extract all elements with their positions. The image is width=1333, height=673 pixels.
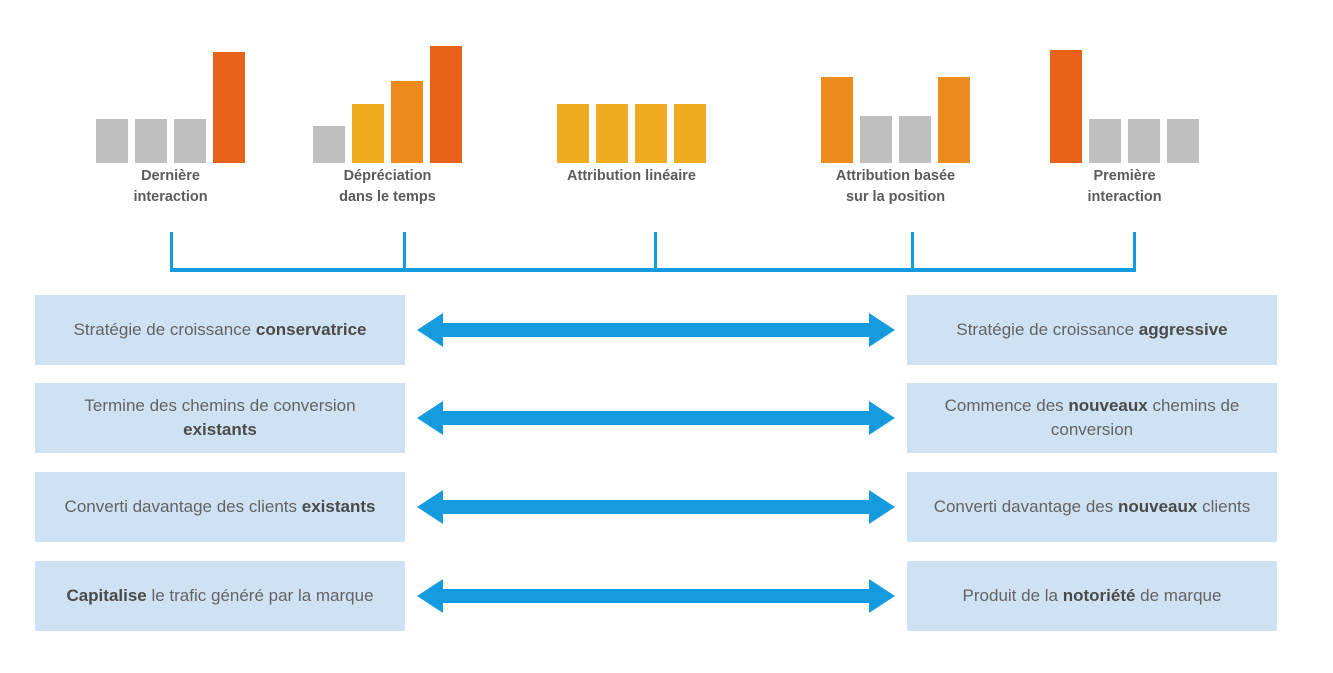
bar-set bbox=[1050, 33, 1199, 163]
bar-group-1: Dernière interaction bbox=[96, 33, 245, 205]
bracket-tick-5 bbox=[1133, 232, 1136, 270]
comparison-row: Termine des chemins de conversion exista… bbox=[0, 383, 1333, 453]
conservative-statement-box[interactable]: Stratégie de croissance conservatrice bbox=[35, 295, 405, 365]
bar bbox=[430, 46, 462, 163]
conservative-statement-box[interactable]: Termine des chemins de conversion exista… bbox=[35, 383, 405, 453]
bar bbox=[1167, 119, 1199, 163]
comparison-row: Capitalise le trafic généré par la marqu… bbox=[0, 561, 1333, 631]
bar-group-4: Attribution basée sur la position bbox=[821, 33, 970, 205]
conservative-statement-box[interactable]: Converti davantage des clients existants bbox=[35, 472, 405, 542]
bar bbox=[674, 104, 706, 163]
aggressive-statement-box[interactable]: Stratégie de croissance aggressive bbox=[907, 295, 1277, 365]
double-headed-arrow-icon bbox=[417, 401, 895, 435]
bar bbox=[1050, 50, 1082, 163]
statement-text: Commence des nouveaux chemins de convers… bbox=[944, 395, 1240, 439]
bar bbox=[899, 116, 931, 163]
bar-set bbox=[313, 33, 462, 163]
statement-text: Capitalise le trafic généré par la marqu… bbox=[66, 585, 374, 605]
bar bbox=[213, 52, 245, 163]
bar-group-label: Première interaction bbox=[1087, 168, 1162, 205]
aggressive-statement-box[interactable]: Commence des nouveaux chemins de convers… bbox=[907, 383, 1277, 453]
aggressive-statement-box[interactable]: Converti davantage des nouveaux clients bbox=[907, 472, 1277, 542]
statement-text: Produit de la notoriété de marque bbox=[962, 585, 1222, 605]
bar-group-5: Première interaction bbox=[1050, 33, 1199, 205]
double-headed-arrow-icon bbox=[417, 579, 895, 613]
bar bbox=[135, 119, 167, 163]
bar-group-label: Dépréciation dans le temps bbox=[339, 168, 436, 205]
bar bbox=[821, 77, 853, 163]
statement-text: Termine des chemins de conversion exista… bbox=[84, 395, 356, 439]
bar bbox=[391, 81, 423, 163]
double-headed-arrow-icon bbox=[417, 313, 895, 347]
conservative-statement-box[interactable]: Capitalise le trafic généré par la marqu… bbox=[35, 561, 405, 631]
comparison-row: Stratégie de croissance conservatrice Str… bbox=[0, 295, 1333, 365]
bar bbox=[938, 77, 970, 163]
bar bbox=[557, 104, 589, 163]
bar-set bbox=[557, 33, 706, 163]
bracket-tick-2 bbox=[403, 232, 406, 270]
bar bbox=[174, 119, 206, 163]
statement-text: Stratégie de croissance aggressive bbox=[956, 319, 1228, 339]
bar-group-2: Dépréciation dans le temps bbox=[313, 33, 462, 205]
bracket-tick-4 bbox=[911, 232, 914, 270]
bar bbox=[635, 104, 667, 163]
comparison-row: Converti davantage des clients existants… bbox=[0, 472, 1333, 542]
bracket-tick-3 bbox=[654, 232, 657, 270]
bar bbox=[596, 104, 628, 163]
bar bbox=[1128, 119, 1160, 163]
bracket-horizontal-line bbox=[170, 268, 1136, 272]
bracket-tick-1 bbox=[170, 232, 173, 270]
bar bbox=[352, 104, 384, 163]
statement-text: Converti davantage des clients existants bbox=[64, 496, 376, 516]
bar bbox=[96, 119, 128, 163]
bar-group-label: Attribution basée sur la position bbox=[835, 168, 956, 205]
bar-set bbox=[821, 33, 970, 163]
bar-set bbox=[96, 33, 245, 163]
bar bbox=[860, 116, 892, 163]
statement-text: Stratégie de croissance conservatrice bbox=[73, 319, 367, 339]
bar bbox=[313, 126, 345, 163]
bar-group-3: Attribution linéaire bbox=[557, 33, 706, 184]
bar-group-label: Attribution linéaire bbox=[567, 168, 696, 184]
statement-text: Converti davantage des nouveaux clients bbox=[933, 496, 1251, 516]
aggressive-statement-box[interactable]: Produit de la notoriété de marque bbox=[907, 561, 1277, 631]
bar bbox=[1089, 119, 1121, 163]
double-headed-arrow-icon bbox=[417, 490, 895, 524]
bar-group-label: Dernière interaction bbox=[133, 168, 208, 205]
